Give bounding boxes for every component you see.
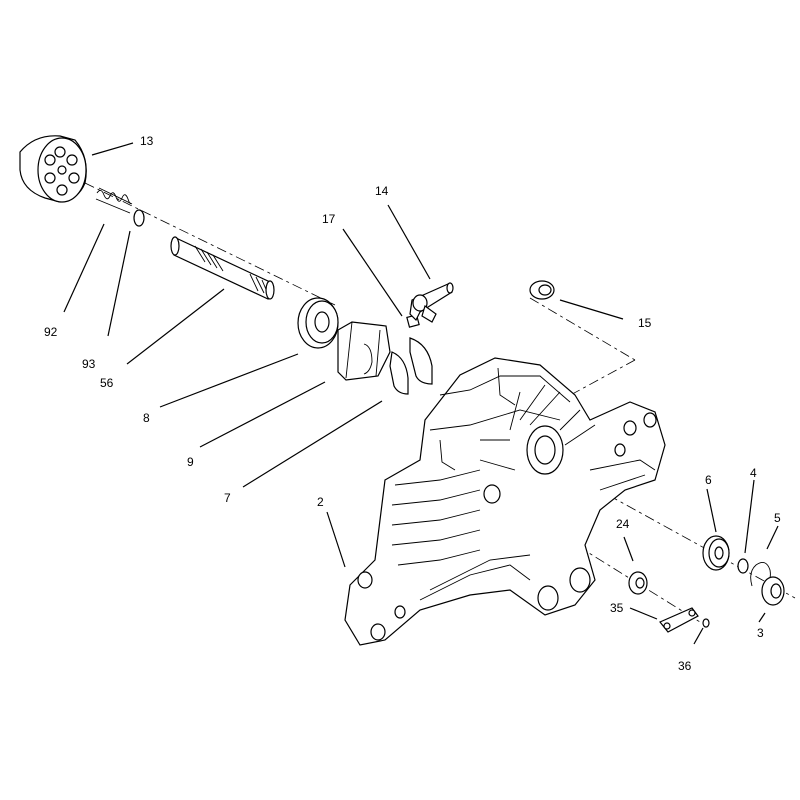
control-arm-part [409, 282, 454, 323]
ball-bearing-part [702, 535, 730, 571]
bushing-part [628, 571, 648, 595]
callout-14: 14 [375, 184, 389, 198]
callout-17: 17 [322, 212, 336, 226]
shaft-part [170, 236, 275, 300]
callout-9: 9 [187, 455, 194, 469]
callout-5: 5 [774, 511, 781, 525]
callout-24: 24 [616, 517, 630, 531]
callout-36: 36 [678, 659, 692, 673]
lip-seal-part [529, 280, 555, 300]
transmission-housing-part [344, 357, 666, 646]
callout-35: 35 [610, 601, 624, 615]
spring-part [95, 187, 133, 214]
e-clip-part [702, 618, 710, 628]
callout-13: 13 [140, 134, 154, 148]
callout-56: 56 [100, 376, 114, 390]
callout-93: 93 [82, 357, 96, 371]
callout-8: 8 [143, 411, 150, 425]
callout-6: 6 [705, 473, 712, 487]
callout-3: 3 [757, 626, 764, 640]
swashplate-part [337, 321, 391, 381]
link-plate-part [659, 607, 699, 633]
cradle-bearing-part [389, 337, 433, 395]
callout-labels: 13 14 17 15 92 93 56 8 9 7 2 6 4 5 24 35… [44, 134, 781, 673]
washer-part [737, 558, 749, 574]
leader-lines [63, 142, 779, 645]
shaft-seal-part [761, 576, 785, 606]
cylinder-block-part [19, 135, 87, 203]
thrust-bearing-part [297, 297, 339, 349]
callout-2: 2 [317, 495, 324, 509]
callout-92: 92 [44, 325, 58, 339]
callout-15: 15 [638, 316, 652, 330]
retaining-ring-part [133, 209, 145, 227]
callout-4: 4 [750, 466, 757, 480]
callout-7: 7 [224, 491, 231, 505]
